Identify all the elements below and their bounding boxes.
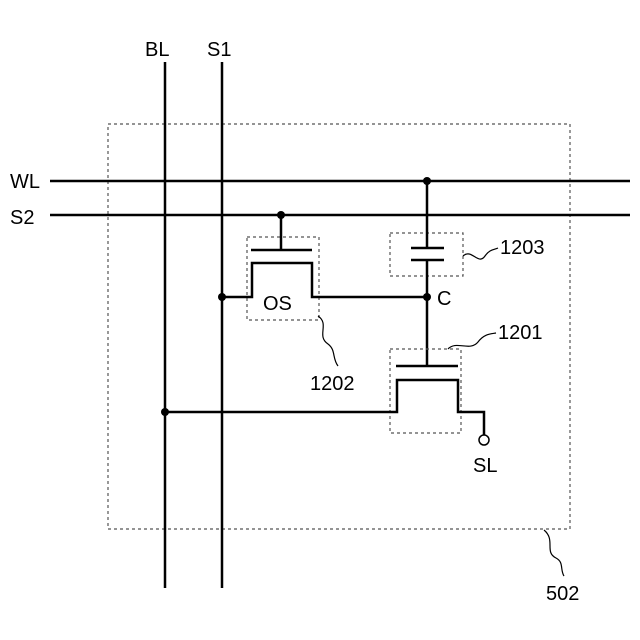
ref-1203: 1203: [500, 237, 545, 259]
label-wl: WL: [10, 171, 40, 193]
leader-line-1202: [318, 316, 338, 366]
leader-line-1201: [448, 333, 496, 349]
junction-dot-s1: [218, 293, 226, 301]
label-os: OS: [263, 293, 292, 315]
label-s1: S1: [207, 39, 231, 61]
junction-dot-bl: [161, 408, 169, 416]
junction-dot-wl: [423, 177, 431, 185]
junction-dot-c: [423, 293, 431, 301]
leader-line-1203: [463, 248, 498, 259]
sl-terminal: [479, 435, 489, 445]
label-s2: S2: [10, 207, 34, 229]
label-sl: SL: [473, 455, 497, 477]
ref-1202: 1202: [310, 373, 355, 395]
junction-dot-s2: [277, 211, 285, 219]
leader-line-502: [544, 530, 564, 576]
ref-502: 502: [546, 583, 579, 605]
ref-1201: 1201: [498, 322, 543, 344]
read-transistor-box-1201: [390, 349, 461, 433]
os-channel: [222, 263, 427, 297]
label-bl: BL: [145, 39, 169, 61]
label-c: C: [437, 288, 451, 310]
